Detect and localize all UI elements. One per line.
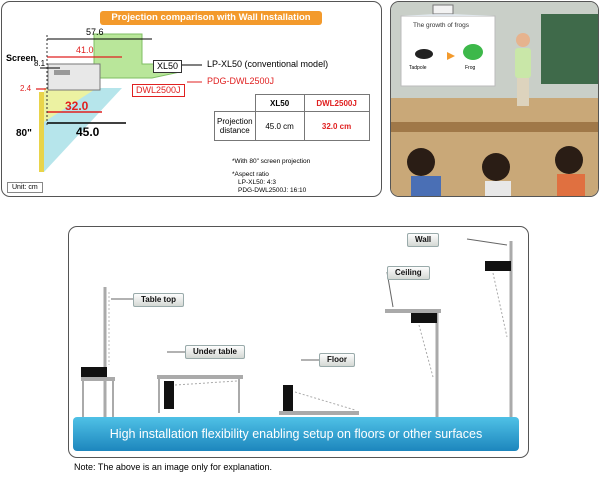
comparison-table: XL50 DWL2500J Projection distance 45.0 c… (214, 94, 370, 141)
tadpole-shape (415, 49, 433, 59)
board-title: The growth of frogs (413, 22, 469, 29)
student-head-1 (407, 148, 435, 176)
desk-row-back (391, 122, 598, 132)
frog-shape (463, 44, 483, 60)
dim-45-label: 45.0 (76, 125, 100, 139)
student-shirt-3 (557, 174, 585, 196)
callout-under-table: Under table (185, 345, 246, 359)
floor-projector (283, 385, 293, 411)
dim-32-label: 32.0 (65, 99, 89, 113)
table-header-dwl: DWL2500J (303, 94, 370, 112)
ceiling-surface (385, 309, 441, 313)
classroom-scene (391, 2, 598, 196)
ceiling-projector (411, 313, 437, 323)
tadpole-label: Tadpole (409, 65, 427, 71)
note-xl50: LP-XL50: 4:3 (238, 179, 276, 186)
student-head-3 (555, 146, 583, 174)
teacher-head (516, 33, 530, 47)
student-shirt-2 (485, 181, 511, 196)
ceiling-projector (432, 4, 454, 15)
projector-light (401, 14, 495, 16)
note-screen: *With 80" screen projection (232, 158, 311, 165)
flexibility-banner: High installation flexibility enabling s… (73, 417, 519, 451)
student-head-2 (482, 153, 510, 181)
table-row: Projection distance 45.0 cm 32.0 cm (214, 111, 370, 141)
callout-wall: Wall (407, 233, 440, 247)
ceiling-beam (418, 324, 434, 378)
teacher-body (515, 48, 531, 78)
table-cell-xl50: 45.0 cm (254, 111, 305, 141)
comparison-title: Projection comparison with Wall Installa… (100, 11, 322, 25)
chalkboard (541, 14, 598, 84)
dim-81-label: 8.1 (34, 59, 46, 68)
wall-pointer (466, 238, 508, 246)
undertable-beam (174, 380, 238, 386)
wall-projector (485, 261, 511, 271)
classroom-photo-panel: The growth of frogs Tadpole Frog (390, 1, 599, 197)
dim-41-label: 41.0 (76, 45, 94, 55)
tabletop-table (81, 377, 115, 381)
frog-label: Frog (465, 65, 476, 71)
screen-bar (39, 92, 44, 172)
legend-dwl: PDG-DWL2500J (207, 76, 275, 86)
installation-diagram (81, 238, 513, 419)
xl50-box-label: XL50 (153, 60, 183, 73)
callout-ceiling: Ceiling (387, 266, 430, 280)
dim-24-label: 2.4 (20, 84, 32, 93)
floor-surface (279, 411, 359, 415)
undertable-projector (164, 381, 174, 409)
note-aspect: *Aspect ratio (232, 171, 269, 178)
projection-comparison-panel: Projection comparison with Wall Installa… (1, 1, 382, 197)
unit-label: Unit: cm (7, 182, 43, 193)
footer-note: Note: The above is an image only for exp… (74, 462, 272, 472)
projector-vent (54, 70, 70, 75)
teacher-legs (517, 78, 529, 106)
table-corner-cell (214, 94, 256, 112)
floor-beam (294, 391, 356, 411)
legend-xl50: LP-XL50 (conventional model) (207, 59, 329, 69)
dim-57-label: 57.6 (86, 27, 104, 37)
tabletop-projector (81, 367, 107, 377)
callout-floor: Floor (319, 353, 355, 367)
dwl-beam (44, 88, 97, 122)
table-row-label: Projection distance (214, 111, 256, 141)
screen-size-label: 80" (16, 128, 32, 139)
installation-options-panel: Table top Under table Floor Ceiling Wall… (68, 226, 529, 458)
table-header-row: XL50 DWL2500J (214, 94, 370, 112)
screen-label: Screen (6, 53, 37, 63)
note-dwl: PDG-DWL2500J: 16:10 (238, 187, 307, 194)
growth-arrow (447, 52, 455, 60)
wall-beam (492, 272, 508, 338)
undertable-table (157, 375, 243, 379)
row-label-line1: Projection (217, 117, 253, 126)
callout-table-top: Table top (133, 293, 184, 307)
table-cell-dwl: 32.0 cm (303, 111, 370, 141)
dwl-box-label: DWL2500J (132, 84, 185, 97)
table-header-xl50: XL50 (254, 94, 305, 112)
projector-body (47, 63, 101, 91)
row-label-line2: distance (219, 126, 250, 135)
student-shirt-1 (411, 176, 441, 196)
